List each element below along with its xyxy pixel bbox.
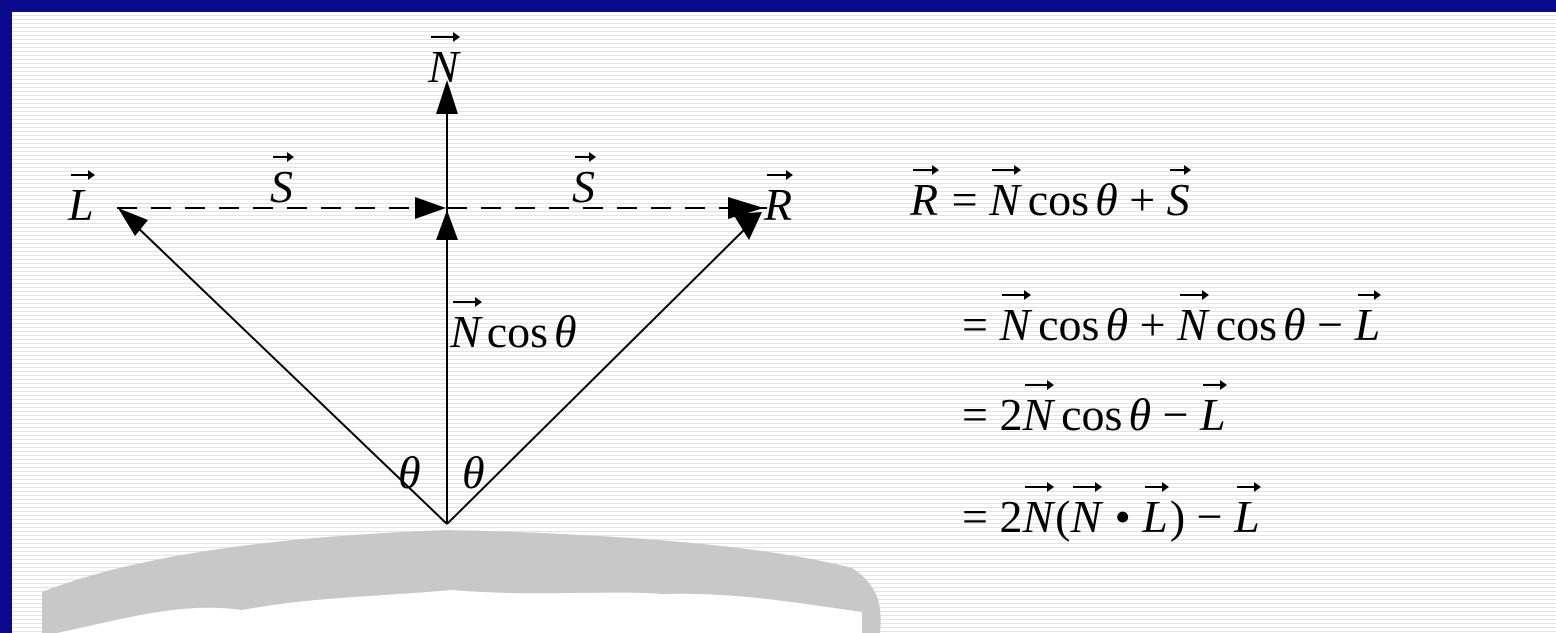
eq-token: • <box>1103 491 1143 542</box>
eq-token: ( <box>1055 491 1071 542</box>
eq-function-token: cos <box>1038 299 1100 350</box>
eq-vector-token: L <box>1200 380 1227 438</box>
s-vector-label-left: S <box>270 152 294 210</box>
eq-function-token: cos <box>1027 174 1090 225</box>
eq-token: = 2 <box>962 491 1023 542</box>
eq-function-token: cos <box>1061 389 1123 440</box>
eq-token: θ <box>1283 299 1306 350</box>
eq-function-token: cos <box>1215 299 1278 350</box>
eq-token: θ <box>1105 299 1129 350</box>
eq-vector-token: L <box>1142 482 1169 540</box>
reflection-diagram <box>42 80 881 633</box>
eq-token: = <box>940 174 990 225</box>
r-vector-line <box>446 215 759 525</box>
eq-vector-token: R <box>910 165 940 223</box>
s-vector-label-right: S <box>572 152 596 210</box>
eq-vector-token: L <box>1234 482 1261 540</box>
eq-token: − <box>1151 389 1201 440</box>
eq-vector-token: N <box>1022 380 1054 438</box>
eq-token: θ <box>1095 174 1118 225</box>
ncos-arrowhead <box>436 210 458 240</box>
eq-token: ) − <box>1169 491 1235 542</box>
eq-vector-token: N <box>1022 482 1054 540</box>
eq-vector-token: L <box>1355 290 1381 348</box>
eq-token: + <box>1128 299 1178 350</box>
light-vector-label: L <box>68 170 95 228</box>
eq-vector-token: N <box>1177 290 1209 348</box>
normal-label: N <box>428 32 460 90</box>
r-arrowhead <box>733 212 762 240</box>
eq-vector-token: N <box>989 165 1021 223</box>
eq-token: + <box>1117 174 1167 225</box>
s-arrowhead-right <box>728 197 764 219</box>
l-vector-line <box>133 223 448 525</box>
normal-arrowhead-top <box>436 80 458 114</box>
eq-vector-token: N <box>1070 482 1102 540</box>
eq-token: = 2 <box>962 389 1023 440</box>
theta-left-label: θ <box>398 447 421 498</box>
eq-token: = <box>962 299 1000 350</box>
eq-vector-token: S <box>1167 165 1191 223</box>
surface-highlight <box>57 590 862 633</box>
theta-right-label: θ <box>462 447 485 498</box>
reflection-vector-label: R <box>764 170 794 228</box>
s-arrowhead-middle <box>415 197 446 219</box>
eq-token: θ <box>1128 389 1152 440</box>
eq-token: − <box>1305 299 1355 350</box>
eq-vector-token: N <box>999 290 1031 348</box>
